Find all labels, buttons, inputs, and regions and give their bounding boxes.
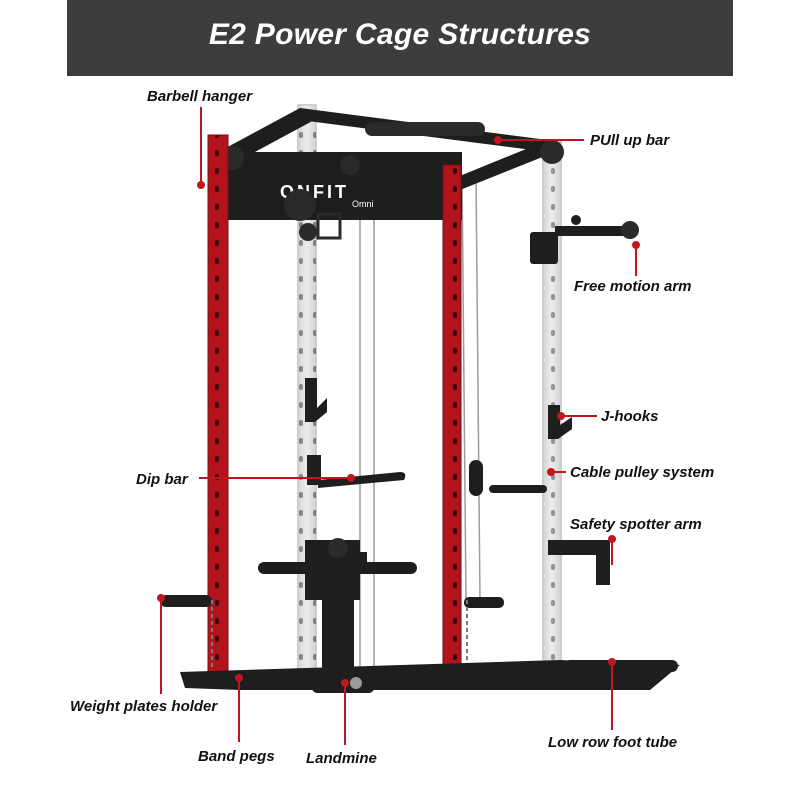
label-weight-plates-holder: Weight plates holder bbox=[70, 698, 218, 715]
label-cable-pulley-system: Cable pulley system bbox=[570, 464, 715, 481]
base-frame bbox=[180, 660, 680, 693]
storage-pegs bbox=[160, 595, 504, 608]
label-band-pegs: Band pegs bbox=[198, 748, 275, 765]
free-motion-arm bbox=[530, 215, 639, 264]
top-frame bbox=[220, 108, 564, 220]
callout-lines bbox=[160, 107, 637, 745]
safety-spotter-arm bbox=[548, 540, 610, 585]
pulley-cables bbox=[359, 160, 481, 670]
label-free-motion-arm: Free motion arm bbox=[574, 278, 692, 295]
cable-pulley bbox=[469, 460, 483, 496]
dip-bars bbox=[307, 455, 547, 493]
front-upright-right bbox=[442, 164, 462, 676]
label-low-row-foot-tube: Low row foot tube bbox=[548, 734, 678, 751]
page-title: E2 Power Cage Structures bbox=[208, 18, 592, 51]
j-hooks bbox=[305, 378, 572, 439]
chains bbox=[211, 600, 468, 670]
low-row-foot-tube-shape bbox=[564, 660, 678, 672]
label-landmine: Landmine bbox=[306, 750, 377, 767]
label-pull-up-bar: PUll up bar bbox=[590, 132, 670, 149]
label-barbell-hanger: Barbell hanger bbox=[147, 88, 253, 105]
title-banner: E2 Power Cage Structures bbox=[67, 0, 733, 76]
pull-up-bar-grip bbox=[365, 122, 485, 136]
label-j-hooks: J-hooks bbox=[601, 408, 659, 425]
callout-dots bbox=[157, 136, 640, 687]
brand-model: Omni bbox=[352, 199, 374, 209]
weight-plate-holder bbox=[258, 538, 417, 670]
pulley-wheels-top bbox=[284, 155, 360, 241]
label-dip-bar: Dip bar bbox=[136, 471, 188, 488]
label-safety-spotter-arm: Safety spotter arm bbox=[570, 516, 702, 533]
